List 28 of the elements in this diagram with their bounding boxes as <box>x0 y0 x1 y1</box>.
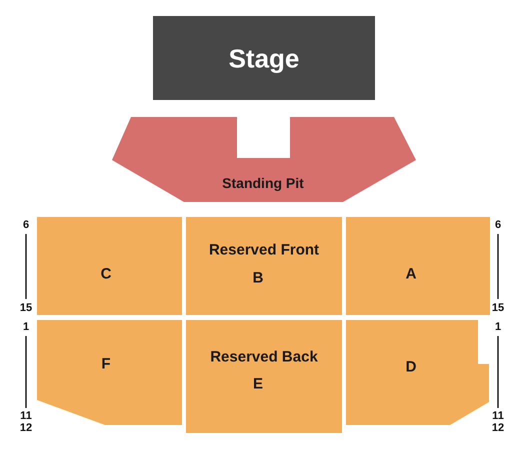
seating-section <box>346 217 490 315</box>
row-number: 11 <box>492 410 504 422</box>
section-label: D <box>406 358 416 376</box>
section-label: C <box>100 266 112 282</box>
row-number: 15 <box>20 302 32 314</box>
stage-block <box>153 16 375 100</box>
row-number: 12 <box>20 422 32 434</box>
section-name: Reserved Back <box>210 348 318 366</box>
row-number: 11 <box>20 410 32 422</box>
seating-section <box>346 320 489 425</box>
standing-pit-area <box>112 117 416 202</box>
row-number: 1 <box>22 321 30 333</box>
section-label: Standing Pit <box>222 175 304 191</box>
row-number: 6 <box>22 219 30 231</box>
section-name: Reserved Front <box>208 242 320 258</box>
row-number: 12 <box>492 422 504 434</box>
seating-section <box>186 217 342 315</box>
section-label: A <box>406 266 416 282</box>
seating-section <box>37 217 182 315</box>
row-number: 6 <box>494 219 502 231</box>
section-label: F <box>101 356 111 372</box>
row-number: 1 <box>494 321 502 333</box>
row-number: 15 <box>492 302 504 314</box>
stage-label: Stage <box>228 44 300 74</box>
seating-section <box>186 320 342 433</box>
seating-section <box>37 320 182 425</box>
section-label: B <box>252 270 264 286</box>
section-label: E <box>253 376 263 392</box>
